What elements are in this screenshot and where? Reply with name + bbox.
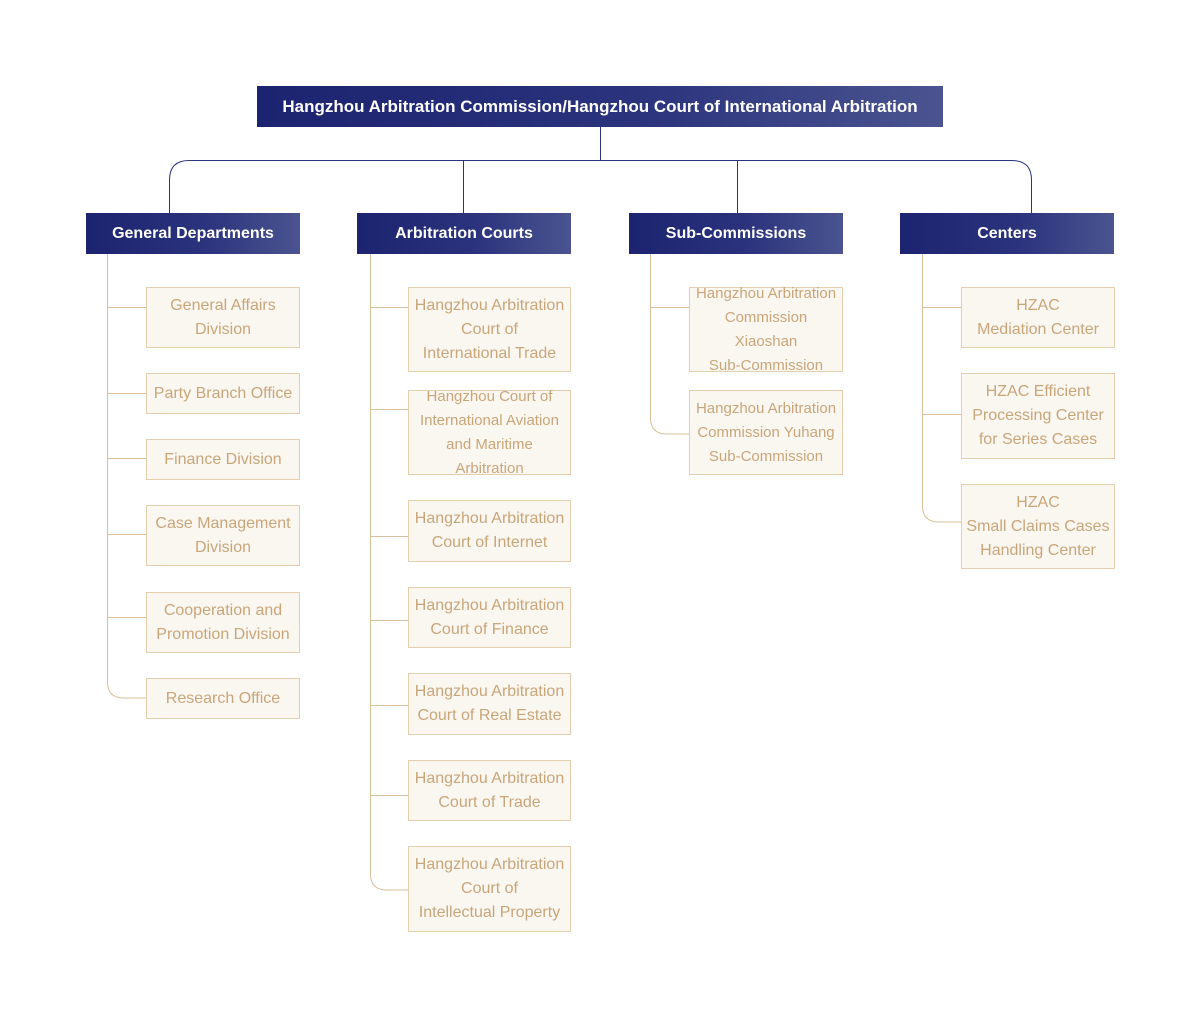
category-label: Sub-Commissions [665, 224, 807, 242]
node-court-real-estate: Hangzhou Arbitration Court of Real Estat… [408, 673, 571, 735]
category-arbitration-courts: Arbitration Courts [357, 213, 571, 254]
node-cooperation-promotion-division: Cooperation and Promotion Division [146, 592, 300, 653]
node-court-international-trade: Hangzhou Arbitration Court of Internatio… [408, 287, 571, 372]
node-court-trade: Hangzhou Arbitration Court of Trade [408, 760, 571, 821]
node-mediation-center: HZAC Mediation Center [961, 287, 1115, 348]
root-connectors [169, 127, 1032, 213]
node-court-intellectual-property: Hangzhou Arbitration Court of Intellectu… [408, 846, 571, 932]
root-node: Hangzhou Arbitration Commission/Hangzhou… [257, 86, 943, 127]
node-xiaoshan-sub-commission: Hangzhou Arbitration Commission Xiaoshan… [689, 285, 843, 374]
category-general-departments: General Departments [86, 213, 300, 254]
category-label: Arbitration Courts [395, 224, 533, 242]
node-party-branch-office: Party Branch Office [146, 373, 300, 414]
node-efficient-processing-center: HZAC Efficient Processing Center for Ser… [961, 373, 1115, 459]
node-yuhang-sub-commission: Hangzhou Arbitration Commission Yuhang S… [689, 390, 843, 475]
node-case-management-division: Case Management Division [146, 505, 300, 566]
category-sub-commissions: Sub-Commissions [629, 213, 843, 254]
node-court-internet: Hangzhou Arbitration Court of Internet [408, 500, 571, 562]
category-label: General Departments [112, 224, 274, 242]
category-label: Centers [977, 224, 1037, 242]
node-finance-division: Finance Division [146, 439, 300, 480]
node-research-office: Research Office [146, 678, 300, 719]
node-court-finance: Hangzhou Arbitration Court of Finance [408, 587, 571, 648]
node-small-claims-center: HZAC Small Claims Cases Handling Center [961, 484, 1115, 569]
node-court-aviation-maritime: Hangzhou Court of International Aviation… [408, 388, 571, 477]
node-general-affairs-division: General Affairs Division [146, 287, 300, 348]
category-centers: Centers [900, 213, 1114, 254]
root-label: Hangzhou Arbitration Commission/Hangzhou… [282, 96, 918, 116]
branch-connectors [107, 254, 961, 891]
